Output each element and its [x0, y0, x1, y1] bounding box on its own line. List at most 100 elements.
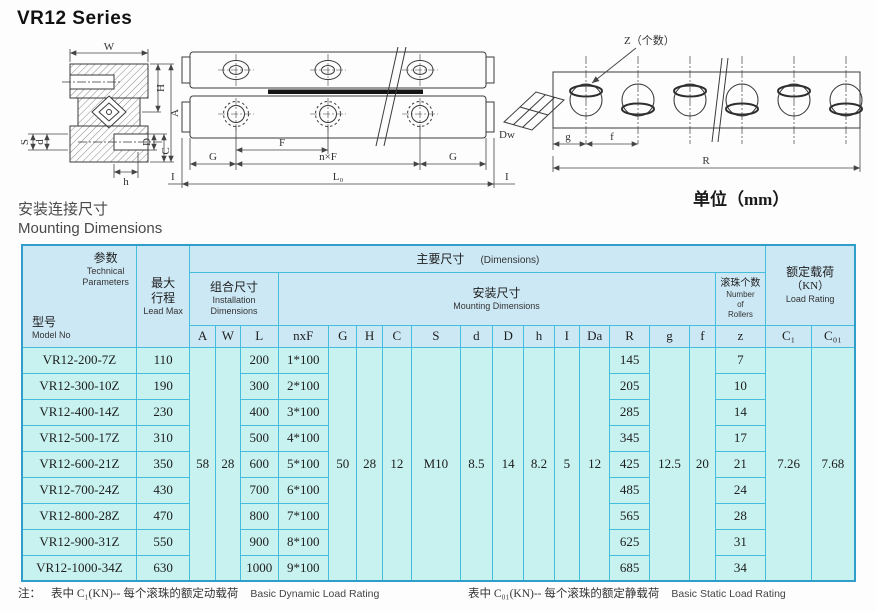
dim-label-h-lower: h [123, 176, 129, 188]
cell-L: 1000 [240, 554, 279, 582]
dim-label-s: S [20, 139, 31, 145]
cell-lead-max: 550 [135, 528, 191, 556]
load-rating-header: 额定载荷 （KN） Load Rating [765, 244, 856, 326]
cell-I: 5 [553, 346, 581, 582]
column-header: S [411, 324, 461, 348]
column-header: Da [578, 324, 611, 348]
dim-label-l0: L₀ [333, 171, 344, 183]
upper-hole-centerlines [218, 54, 438, 86]
dw-label: Dw [499, 129, 515, 141]
cage-break-lines [711, 57, 729, 143]
cell-model: VR12-300-10Z [21, 372, 137, 400]
lead-max-header: 最大 行程 Lead Max [135, 244, 191, 348]
cell-z: 21 [714, 450, 767, 478]
dim-label-r-total: R [702, 155, 710, 167]
cell-lead-max: 350 [135, 450, 191, 478]
column-header: A [189, 324, 216, 348]
cell-nxF: 3*100 [277, 398, 330, 426]
cell-G: 50 [328, 346, 358, 582]
cage-dimension-lines [552, 128, 861, 172]
column-header: H [356, 324, 383, 348]
cell-lead-max: 430 [135, 476, 191, 504]
section-label-en: Mounting Dimensions [18, 220, 163, 237]
dim-label-w: W [104, 41, 115, 53]
cell-R: 285 [609, 398, 650, 426]
column-header: h [523, 324, 555, 348]
column-header: R [609, 324, 650, 348]
cell-L: 900 [240, 528, 279, 556]
cell-lead-max: 110 [135, 346, 191, 374]
rail-dimension-lines [168, 126, 515, 188]
cell-lead-max: 190 [135, 372, 191, 400]
main-dimensions-header: 主要尺寸 (Dimensions) [189, 244, 767, 273]
section-body [62, 63, 162, 163]
cell-L: 300 [240, 372, 279, 400]
dim-label-h-upper: H [155, 84, 167, 92]
lower-rail [181, 95, 495, 139]
cell-lead-max: 230 [135, 398, 191, 426]
rail-dimension-labels: F G n×F G L₀ I I [171, 137, 509, 183]
cell-z: 34 [714, 554, 767, 582]
section-dimension-labels: W H A S d D C h [20, 41, 181, 188]
section-label: 安装连接尺寸 Mounting Dimensions [18, 198, 162, 237]
installation-dims-header: 组合尺寸 Installation Dimensions [189, 271, 279, 326]
rail-top-view-drawing: F G n×F G L₀ I I [168, 46, 515, 188]
cell-D: 14 [491, 346, 525, 582]
cell-L: 600 [240, 450, 279, 478]
cell-z: 31 [714, 528, 767, 556]
section-dimension-lines [28, 49, 174, 178]
z-count-label: Z（个数） [624, 34, 675, 47]
roller-centerlines [585, 56, 847, 144]
dim-label-c: C [160, 147, 172, 154]
cell-R: 685 [609, 554, 650, 582]
cell-L: 500 [240, 424, 279, 452]
cell-A: 58 [189, 346, 216, 582]
cell-R: 625 [609, 528, 650, 556]
unit-label: 单位（mm） [693, 190, 790, 209]
cell-lead-max: 310 [135, 424, 191, 452]
cell-nxF: 4*100 [277, 424, 330, 452]
column-header: C₀₁ [810, 324, 856, 348]
cell-z: 7 [714, 346, 767, 374]
z-leader-line [591, 47, 637, 84]
cell-nxF: 6*100 [277, 476, 330, 504]
cell-H: 28 [356, 346, 383, 582]
cell-f: 20 [689, 346, 716, 582]
column-header: I [553, 324, 581, 348]
dim-label-d-small: d [34, 139, 46, 145]
dim-label-a: A [169, 109, 181, 117]
roller-cage-drawing: Z（个数） Dw g f R [499, 34, 863, 172]
column-header: G [328, 324, 358, 348]
cell-R: 205 [609, 372, 650, 400]
cell-h: 8.2 [523, 346, 555, 582]
cell-nxF: 9*100 [277, 554, 330, 582]
column-header: d [459, 324, 494, 348]
dim-label-g-left: G [209, 151, 217, 163]
cell-R: 565 [609, 502, 650, 530]
corner-model-no: 型号 Model No [32, 314, 71, 340]
cell-z: 10 [714, 372, 767, 400]
cell-L: 200 [240, 346, 279, 374]
cell-g: 12.5 [648, 346, 691, 582]
corner-cell: 参数 Technical Parameters 型号 Model No [21, 244, 137, 348]
cell-model: VR12-800-28Z [21, 502, 137, 530]
cell-model: VR12-700-24Z [21, 476, 137, 504]
cell-z: 17 [714, 424, 767, 452]
cell-C: 12 [381, 346, 413, 582]
cell-z: 28 [714, 502, 767, 530]
dim-label-f-pitch: F [279, 137, 285, 149]
cross-section-drawing: W H A S d D C h [20, 41, 181, 188]
cell-Da: 12 [578, 346, 611, 582]
cell-nxF: 8*100 [277, 528, 330, 556]
roller-dw-symbol [503, 91, 565, 131]
column-header: C₁ [765, 324, 812, 348]
cell-z: 14 [714, 398, 767, 426]
